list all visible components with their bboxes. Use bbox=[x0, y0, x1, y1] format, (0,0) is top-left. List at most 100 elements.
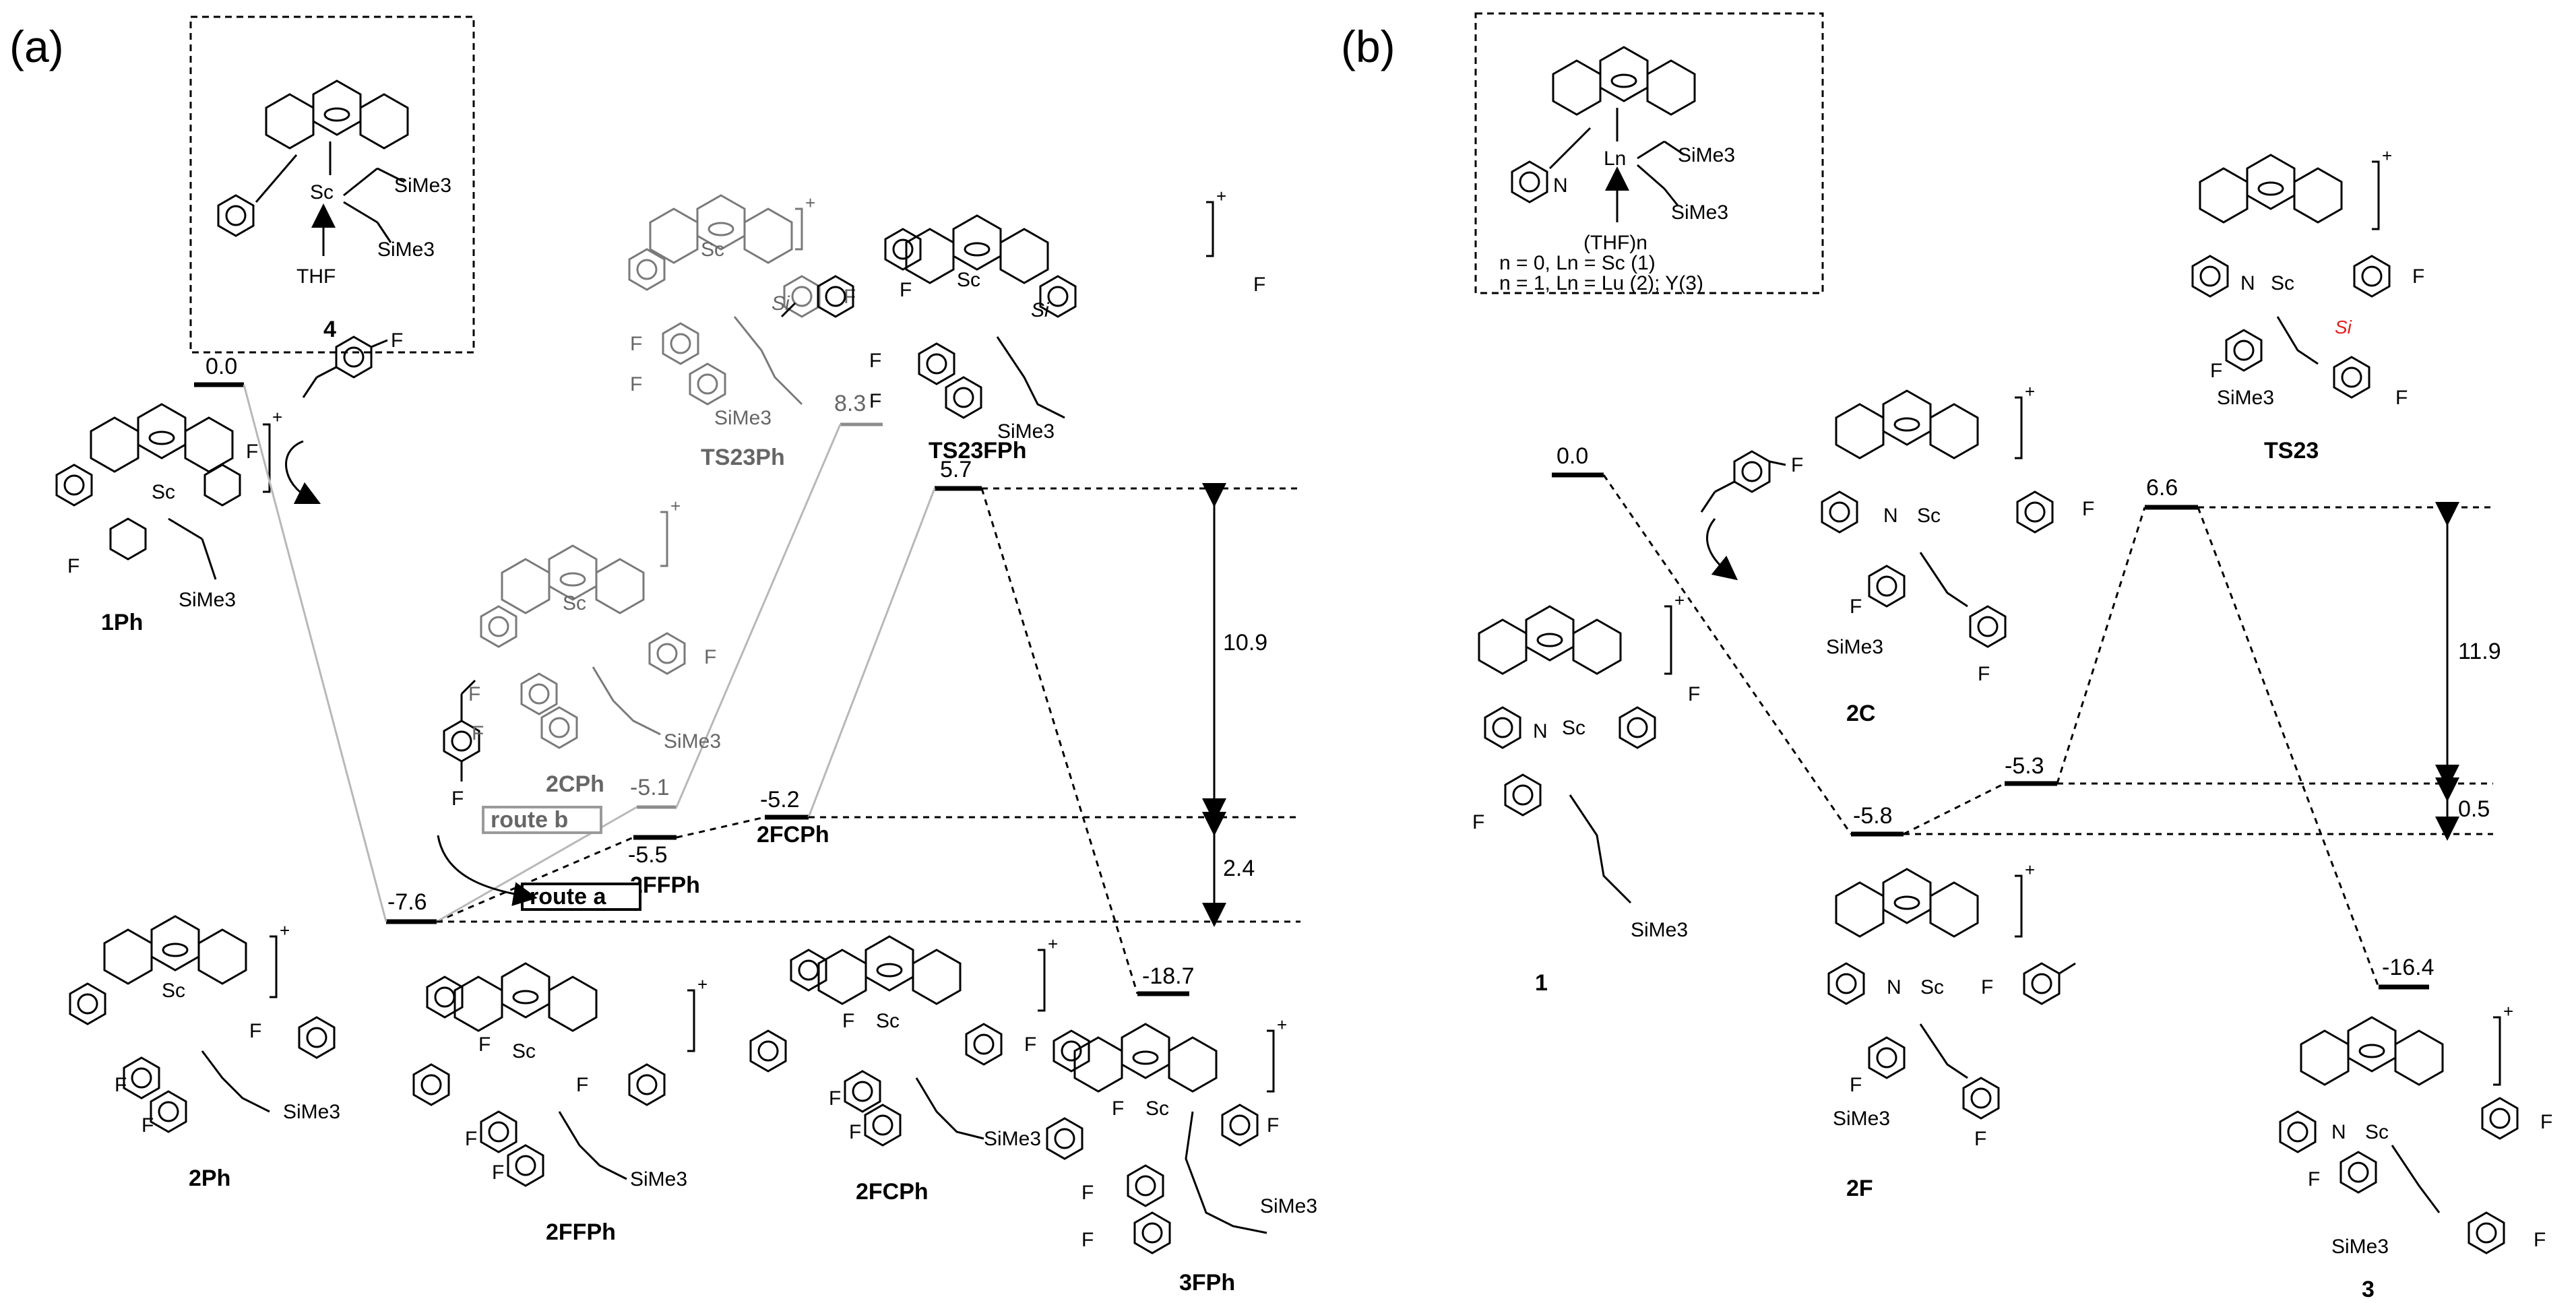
label-ts23ph: TS23Ph bbox=[701, 445, 785, 470]
atom-f-monomer-b: F bbox=[1791, 454, 1803, 476]
atom-f-3fph-2: F bbox=[1267, 1114, 1279, 1137]
atom-f-2c-2: F bbox=[1850, 596, 1862, 618]
value-2f: -5.8 bbox=[1853, 803, 1893, 829]
atom-f-1-2: F bbox=[1472, 811, 1484, 833]
curved-arrow-icon bbox=[285, 440, 321, 505]
route-a-label: route a bbox=[530, 884, 606, 910]
inset-b-atom-thfn: (THF)n bbox=[1583, 232, 1647, 254]
atom-f-3-3: F bbox=[2534, 1229, 2546, 1251]
atom-f-2fcph-3: F bbox=[829, 1087, 841, 1110]
atom-f-2cph-3: F bbox=[472, 722, 484, 744]
charge-ts23fph: + bbox=[1216, 186, 1226, 206]
charge-2c: + bbox=[2025, 381, 2035, 402]
structure-1 bbox=[1478, 605, 1672, 904]
label-2ffph-level: 2FFPh bbox=[630, 872, 700, 898]
structure-2ph bbox=[69, 915, 336, 1133]
charge-ts23: + bbox=[2382, 146, 2392, 166]
atom-f-2fcph-2: F bbox=[1024, 1033, 1036, 1056]
connector-ts23fph-3fph bbox=[980, 488, 1139, 994]
atom-f-ts23-2: F bbox=[2210, 360, 2222, 382]
atom-f-ts23-1: F bbox=[2412, 265, 2424, 288]
atom-sc-2cph: Sc bbox=[563, 592, 586, 614]
label-ts23fph: TS23FPh bbox=[929, 438, 1026, 464]
charge-1: + bbox=[1674, 590, 1685, 610]
atom-f-2fcph-4: F bbox=[849, 1121, 861, 1143]
atom-f-2ph-3: F bbox=[142, 1114, 154, 1137]
atom-sime3-3fph: SiMe3 bbox=[1260, 1195, 1317, 1217]
connector-1-2f bbox=[1602, 474, 1852, 835]
structure-3fph bbox=[1046, 1023, 1275, 1254]
atom-sc-3: Sc bbox=[2365, 1121, 2389, 1143]
atom-sime3-3: SiMe3 bbox=[2331, 1236, 2389, 1258]
atom-f-2cph-2: F bbox=[468, 683, 480, 705]
inset-b-line1: n = 0, Ln = Sc (1) bbox=[1499, 252, 1656, 274]
atom-f-ts23ph-3: F bbox=[630, 373, 642, 395]
structure-3 bbox=[2279, 1016, 2519, 1254]
inset-box-a bbox=[189, 15, 475, 354]
curved-arrow-icon bbox=[437, 835, 538, 906]
atom-f-1-1: F bbox=[1688, 683, 1700, 705]
atom-n-2f: N bbox=[1887, 976, 1902, 998]
atom-f-2ffph-3: F bbox=[465, 1128, 477, 1150]
styrene-monomer-icon bbox=[443, 679, 480, 782]
connector-2c-ts23 bbox=[2056, 507, 2146, 784]
atom-f-2c-1: F bbox=[2082, 498, 2094, 520]
atom-sime3-2fcph: SiMe3 bbox=[984, 1128, 1041, 1150]
charge-2f: + bbox=[2025, 860, 2035, 880]
route-b-box bbox=[482, 806, 602, 834]
charge-2ph: + bbox=[280, 920, 290, 941]
atom-f-ts23ph-2: F bbox=[630, 333, 642, 355]
structure-2f bbox=[1827, 868, 2076, 1120]
label-2fcph-level: 2FCPh bbox=[757, 822, 829, 848]
barrier-2-4: 2.4 bbox=[1223, 856, 1255, 881]
inset-structure-b bbox=[1511, 46, 1696, 222]
atom-n-1: N bbox=[1533, 720, 1548, 742]
label-2fcph: 2FCPh bbox=[856, 1179, 929, 1205]
connector-2fcph-ts23fph bbox=[807, 488, 936, 818]
connector-2ph-2cph bbox=[436, 806, 637, 923]
atom-f-ts23fph-3: F bbox=[869, 350, 881, 372]
atom-f-2ffph-2: F bbox=[576, 1074, 588, 1096]
panel-a-tag: (a) bbox=[9, 22, 64, 71]
inset-a-atom-sc: Sc bbox=[310, 181, 334, 203]
atom-f-2fcph-1: F bbox=[842, 1010, 854, 1032]
barrier-10-9: 10.9 bbox=[1223, 630, 1267, 656]
atom-si-ts23: Si bbox=[2335, 317, 2352, 338]
atom-f-monomer-a2: F bbox=[451, 788, 464, 810]
structure-2ffph bbox=[412, 962, 695, 1187]
label-2cph: 2CPh bbox=[546, 771, 604, 797]
atom-si-ts23fph: Si bbox=[1031, 299, 1050, 321]
panel-b-tag: (b) bbox=[1341, 22, 1395, 71]
atom-f-ts23fph-4: F bbox=[869, 390, 881, 412]
atom-sc-2ffph: Sc bbox=[512, 1040, 536, 1062]
atom-f-ts23fph-1: F bbox=[900, 279, 912, 301]
route-a-box bbox=[521, 883, 641, 911]
atom-f-2ffph-1: F bbox=[478, 1033, 491, 1056]
inset-b-atom-sime3-1: SiMe3 bbox=[1678, 144, 1735, 166]
structure-ts23fph bbox=[780, 201, 1214, 419]
label-2ph: 2Ph bbox=[189, 1166, 230, 1191]
value-ts23: 6.6 bbox=[2146, 475, 2178, 501]
atom-sc-2c: Sc bbox=[1917, 505, 1941, 527]
structure-2c bbox=[1821, 389, 2054, 648]
atom-f-2f-2: F bbox=[1850, 1074, 1862, 1096]
atom-sime3-2cph: SiMe3 bbox=[664, 730, 721, 753]
atom-sc-2ph: Sc bbox=[162, 980, 185, 1002]
atom-f-2ffph-4: F bbox=[492, 1161, 504, 1184]
structure-1ph bbox=[55, 403, 271, 580]
label-2c: 2C bbox=[1846, 701, 1875, 726]
atom-f-3-2: F bbox=[2308, 1168, 2320, 1190]
atom-f-3fph-1: F bbox=[1112, 1097, 1124, 1120]
inset-a-atom-sime3-1: SiMe3 bbox=[394, 174, 451, 197]
value-2cph: -5.1 bbox=[630, 775, 670, 800]
inset-box-b bbox=[1474, 12, 1824, 294]
value-3fph: -18.7 bbox=[1142, 963, 1195, 989]
connector-1ph-2ph bbox=[243, 384, 387, 922]
atom-f-2cph-1: F bbox=[704, 646, 716, 668]
atom-sime3-ts23ph: SiMe3 bbox=[714, 407, 772, 429]
charge-2fcph: + bbox=[1048, 934, 1058, 954]
value-ts23fph: 5.7 bbox=[940, 457, 972, 482]
value-2ffph: -5.5 bbox=[628, 842, 668, 868]
